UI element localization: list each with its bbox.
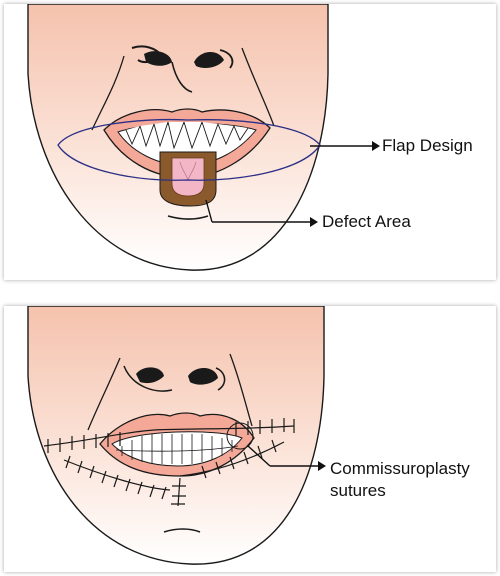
nose-tip bbox=[123, 365, 173, 392]
nasolabial-fold-right bbox=[229, 353, 253, 427]
nose-ala-right bbox=[219, 49, 234, 69]
face-diagram-postop bbox=[27, 306, 326, 565]
commissuroplasty-sutures-label: Commissuroplasty sutures bbox=[330, 459, 470, 500]
defect-area-arrow-stem bbox=[205, 199, 213, 223]
panel-commissuroplasty: Commissuroplasty sutures bbox=[4, 306, 496, 572]
mouth-opening bbox=[111, 431, 243, 467]
nostril-right bbox=[188, 367, 218, 385]
teeth bbox=[115, 434, 239, 464]
chin-crease bbox=[163, 528, 201, 533]
defect-area-arrowhead bbox=[310, 217, 318, 227]
nose-ala-right bbox=[215, 367, 226, 391]
chin-crease bbox=[167, 215, 209, 220]
nostril-left bbox=[144, 51, 172, 66]
defect-interior bbox=[171, 157, 205, 197]
nose-tip bbox=[171, 61, 193, 93]
nasolabial-fold-left bbox=[91, 55, 125, 131]
suture-line-lower-left bbox=[63, 459, 171, 491]
suture-line-upper bbox=[43, 425, 295, 447]
upper-teeth bbox=[125, 121, 249, 150]
nasolabial-fold-right bbox=[241, 47, 275, 127]
nostril-right bbox=[194, 51, 224, 68]
nostril-left bbox=[136, 367, 164, 384]
flap-design-outline bbox=[57, 119, 321, 181]
suture-lines bbox=[43, 418, 295, 507]
commissure-highlight-circle bbox=[226, 422, 254, 450]
defect-area-label: Defect Area bbox=[322, 212, 411, 231]
flap-design-arrowhead bbox=[372, 141, 380, 151]
panel-flap-design: Flap Design Defect Area bbox=[4, 4, 496, 280]
face-diagram-preop bbox=[27, 4, 380, 271]
commissuroplasty-arrowhead bbox=[318, 461, 326, 471]
commissuroplasty-arrow-line-diagonal bbox=[247, 445, 271, 467]
tongue-detail bbox=[179, 161, 197, 181]
suture-line-center bbox=[177, 477, 181, 507]
flap-design-label: Flap Design bbox=[382, 136, 473, 155]
nasolabial-fold-left bbox=[87, 357, 121, 431]
